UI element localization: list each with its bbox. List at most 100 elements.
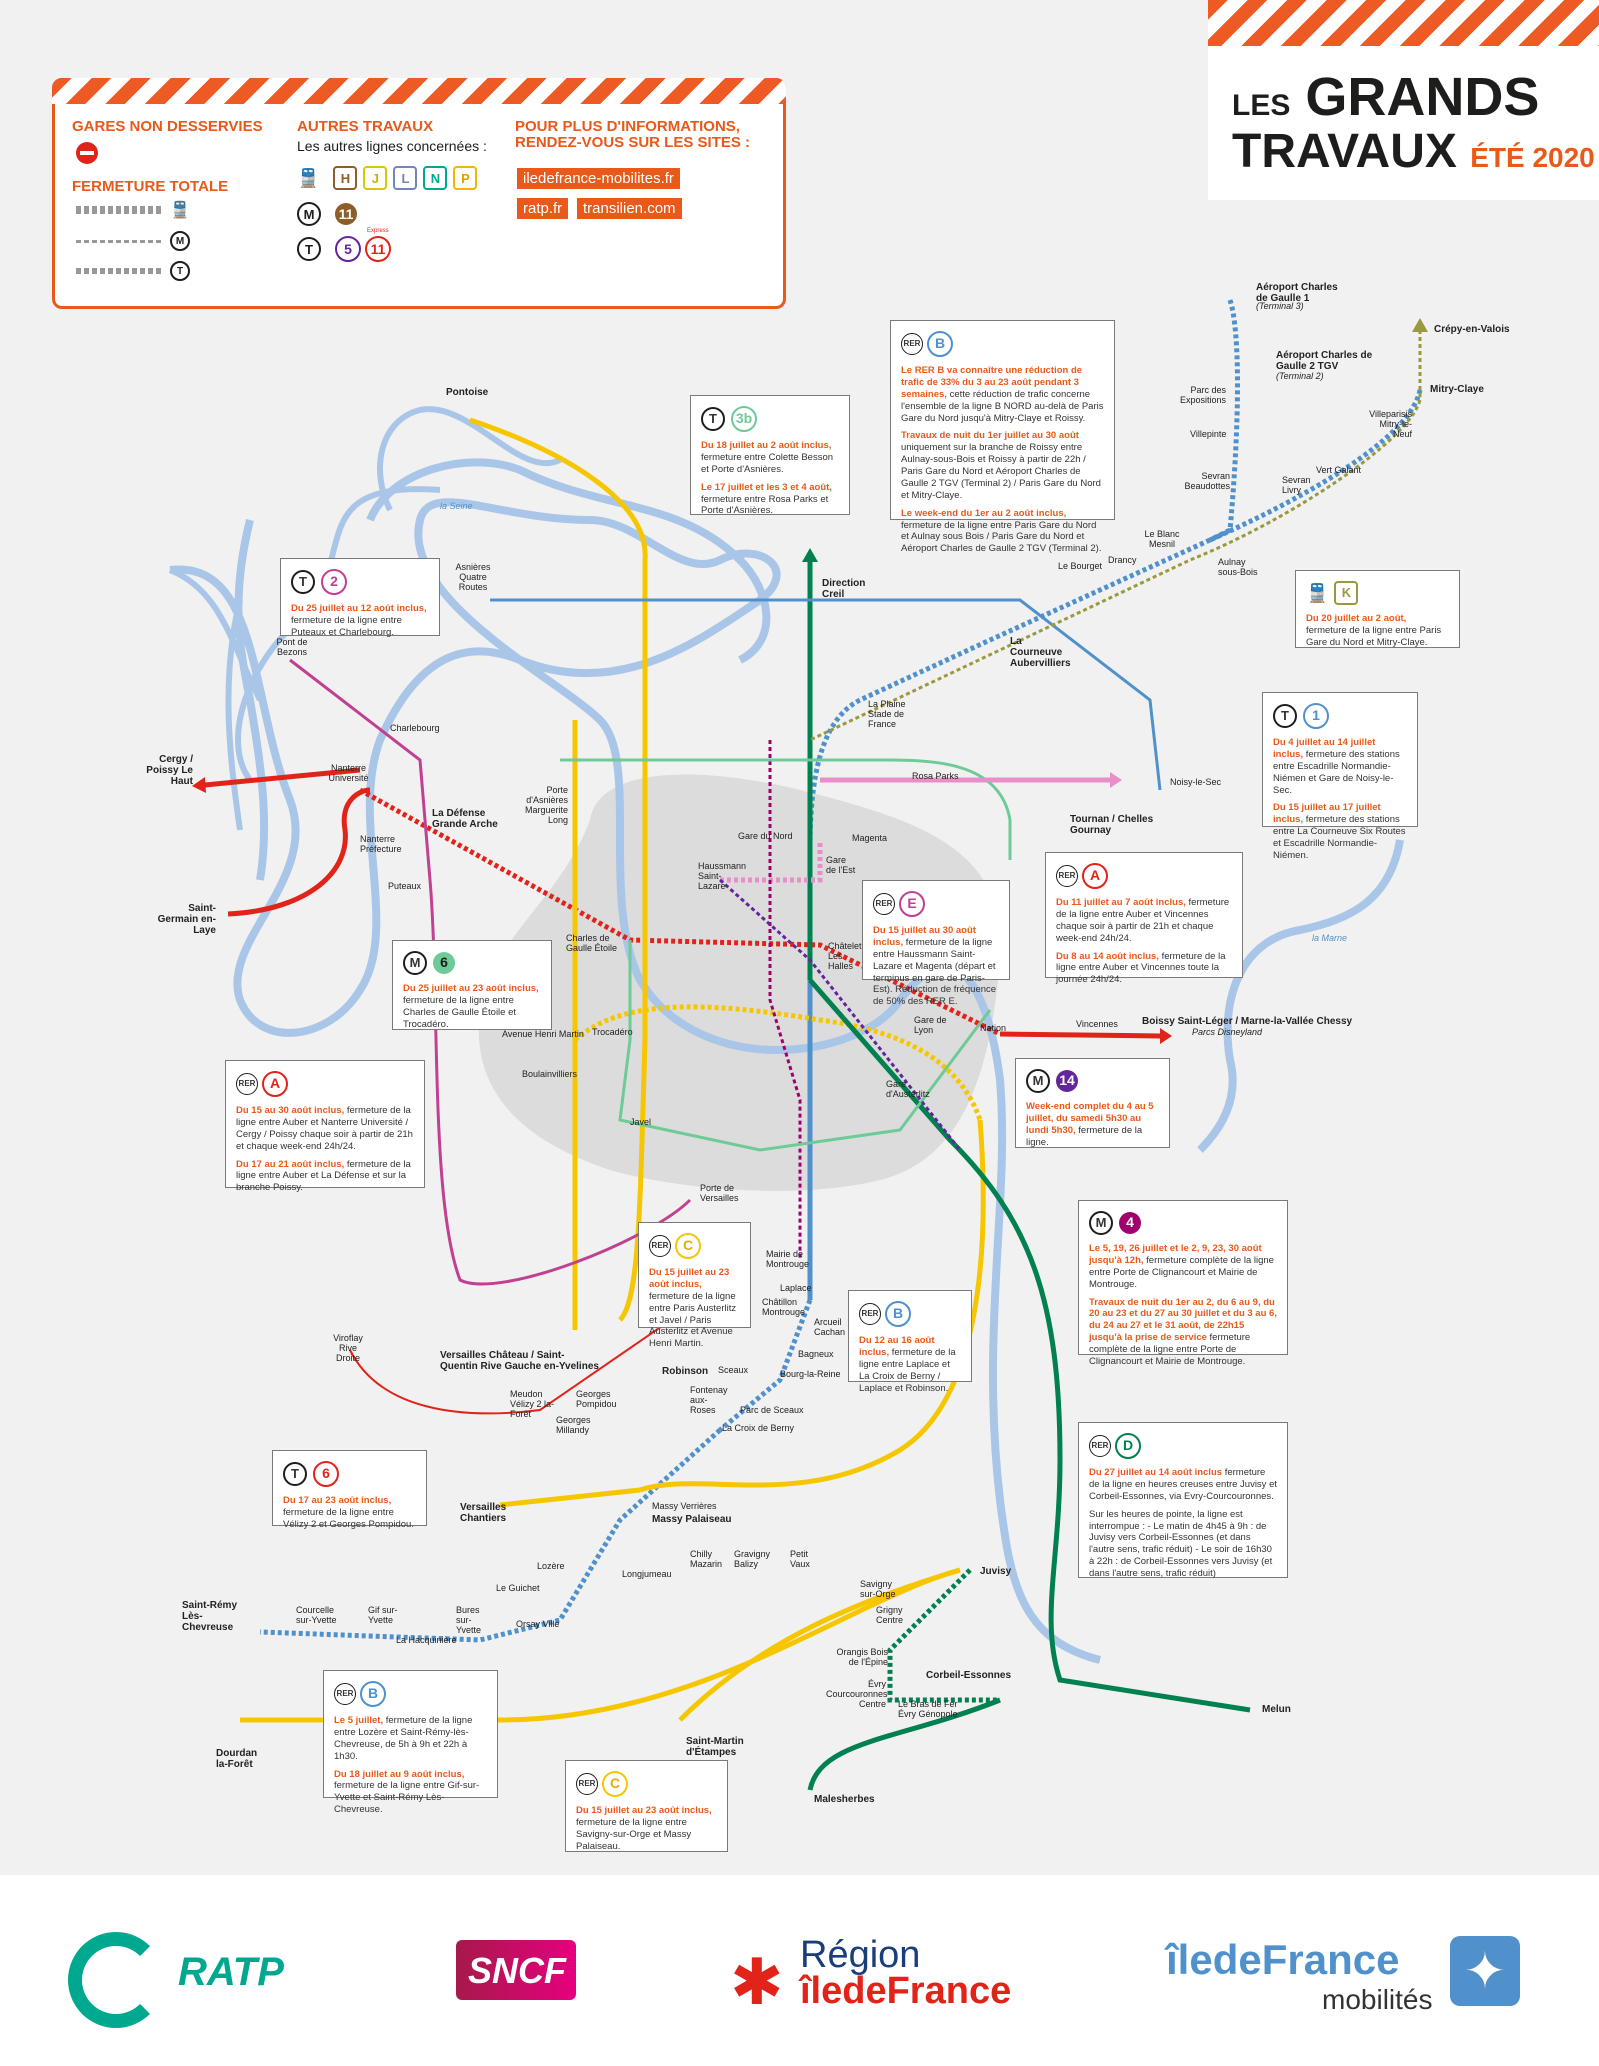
rer-a-west-branch [204,767,361,788]
station-label: Javel [630,1117,652,1127]
rer-b-north-mitry [1208,389,1423,543]
legend-fermeture-title: FERMETURE TOTALE [72,178,229,195]
station-label: Gare du Nord [738,831,793,841]
line-k-arrow [1412,318,1428,332]
station-label: Nation [980,1023,1007,1033]
ratp-logo: RATP [178,1950,284,1994]
rer-c-south [639,1119,986,1493]
station-label: Puteaux [388,881,422,891]
station-label: La Plaine Stade de France [868,699,906,729]
legend-plusinfo-1: POUR PLUS D'INFORMATIONS, [515,118,740,135]
station-label: Rosa Parks [912,771,959,781]
metro-icon: M [170,231,190,251]
station-label: Bourg-la-Reine [780,1369,841,1379]
river-label: la Marne [1312,933,1348,943]
station-label: Mitry-Claye [1430,384,1484,395]
line-n-badge: N [423,166,448,190]
station-label: Parc des Expositions [1179,385,1226,405]
station-label: Petit Vaux [790,1549,810,1569]
line-j-badge: J [363,166,388,190]
site-link-idfm[interactable]: iledefrance-mobilites.fr [517,168,680,189]
station-label: Corbeil-Essonnes [926,1670,1012,1681]
station-label: Malesherbes [814,1794,875,1805]
station-label: Chilly Mazarin [690,1549,723,1569]
title-hatch [1208,0,1599,46]
metro-4-closed [768,740,802,1260]
idfm-logo-line2: mobilités [1322,1984,1433,2015]
station-label: Arcueil Cachan [814,1317,846,1337]
rer-c-central-closed [573,1004,983,1121]
rer-d-closed [887,1568,1000,1703]
station-label: Gare de l'Est [826,855,856,875]
site-link-transilien[interactable]: transilien.com [577,198,682,219]
rer-b-south-closed [718,1299,813,1432]
train-icon: 🚆 [1306,582,1329,603]
station-label: Juvisy [980,1566,1012,1577]
station-label: Sevran Livry [1282,475,1311,495]
station-label: Dourdan la-Forêt [216,1748,258,1770]
station-label: Charles de Gaulle Étoile [566,933,618,953]
metro-6-closed [618,940,992,1152]
station-label: Longjumeau [622,1569,672,1579]
train-icon: 🚆 [297,167,320,188]
metro-11-badge: 11 [335,203,357,225]
site-link-ratp[interactable]: ratp.fr [517,198,569,219]
station-label: Cergy / Poissy Le Haut [146,754,193,787]
station-label: Orangis Bois de l'Épine [836,1647,888,1667]
station-label: Crépy-en-Valois [1434,324,1510,335]
region-logo-line2: îledeFrance [800,1970,1012,2012]
station-label: Haussmann Saint-Lazare [698,861,747,891]
legend-tram-closure [76,268,162,274]
idfm-logo-line1: îledeFrance [1166,1936,1400,1983]
station-label: Villeparisis Mitry-le-Neuf [1369,409,1412,439]
station-label: Saint-Germain en-Laye [157,903,216,936]
station-label: Gare d'Austerlitz [886,1079,930,1099]
station-label: Porte d'Asnières Marguerite Long [524,785,568,825]
metro-icon: M [297,202,321,226]
rer-d-arrow-north [802,548,818,562]
station-label: Melun [1262,1704,1291,1715]
line-k [809,330,1422,742]
station-label: Aéroport Charles de Gaulle 2 TGV [1276,350,1373,372]
rer-a-arrow-east [1160,1028,1172,1044]
station-label: Pontoise [446,387,489,398]
station-label: Charlebourg [390,723,440,733]
station-label: Bagneux [798,1349,834,1359]
station-label: Savigny sur-Orge [860,1579,896,1599]
line-p-badge: P [453,166,478,190]
rer-b-north-cdg [1208,299,1240,543]
region-star-icon: ✱ [730,1946,784,2018]
paris-area [478,774,1001,1191]
river-label: la Seine [440,501,473,511]
rer-a-closed-central [358,787,1002,1037]
tram-5-badge: 5 [335,236,361,262]
rer-a-arrow-west [192,777,206,793]
station-label: Lozère [537,1561,565,1571]
station-label: Le Bras de Fer Évry Génopole [898,1699,958,1719]
station-label: Bures sur-Yvette [456,1605,482,1635]
station-label: Courcelle sur-Yvette [296,1605,337,1625]
legend-metro-closure [76,240,162,243]
station-label: Laplace [780,1283,812,1293]
legend-metro-lines: M 11 [297,202,361,226]
tram-6 [349,1299,701,1415]
station-label: Saint-Rémy Lès-Chevreuse [182,1600,238,1633]
station-label: Vincennes [1076,1019,1118,1029]
station-label: Tournan / Chelles Gournay [1070,814,1154,836]
station-label: Aéroport Charles de Gaulle 1 [1256,282,1338,304]
region-logo-line1: Région [800,1934,921,1976]
seine-upper-west [377,406,562,512]
line-l-badge: L [393,166,418,190]
station-label: Fontenay aux-Roses [690,1385,728,1415]
station-label: Noisy-le-Sec [1170,777,1222,787]
